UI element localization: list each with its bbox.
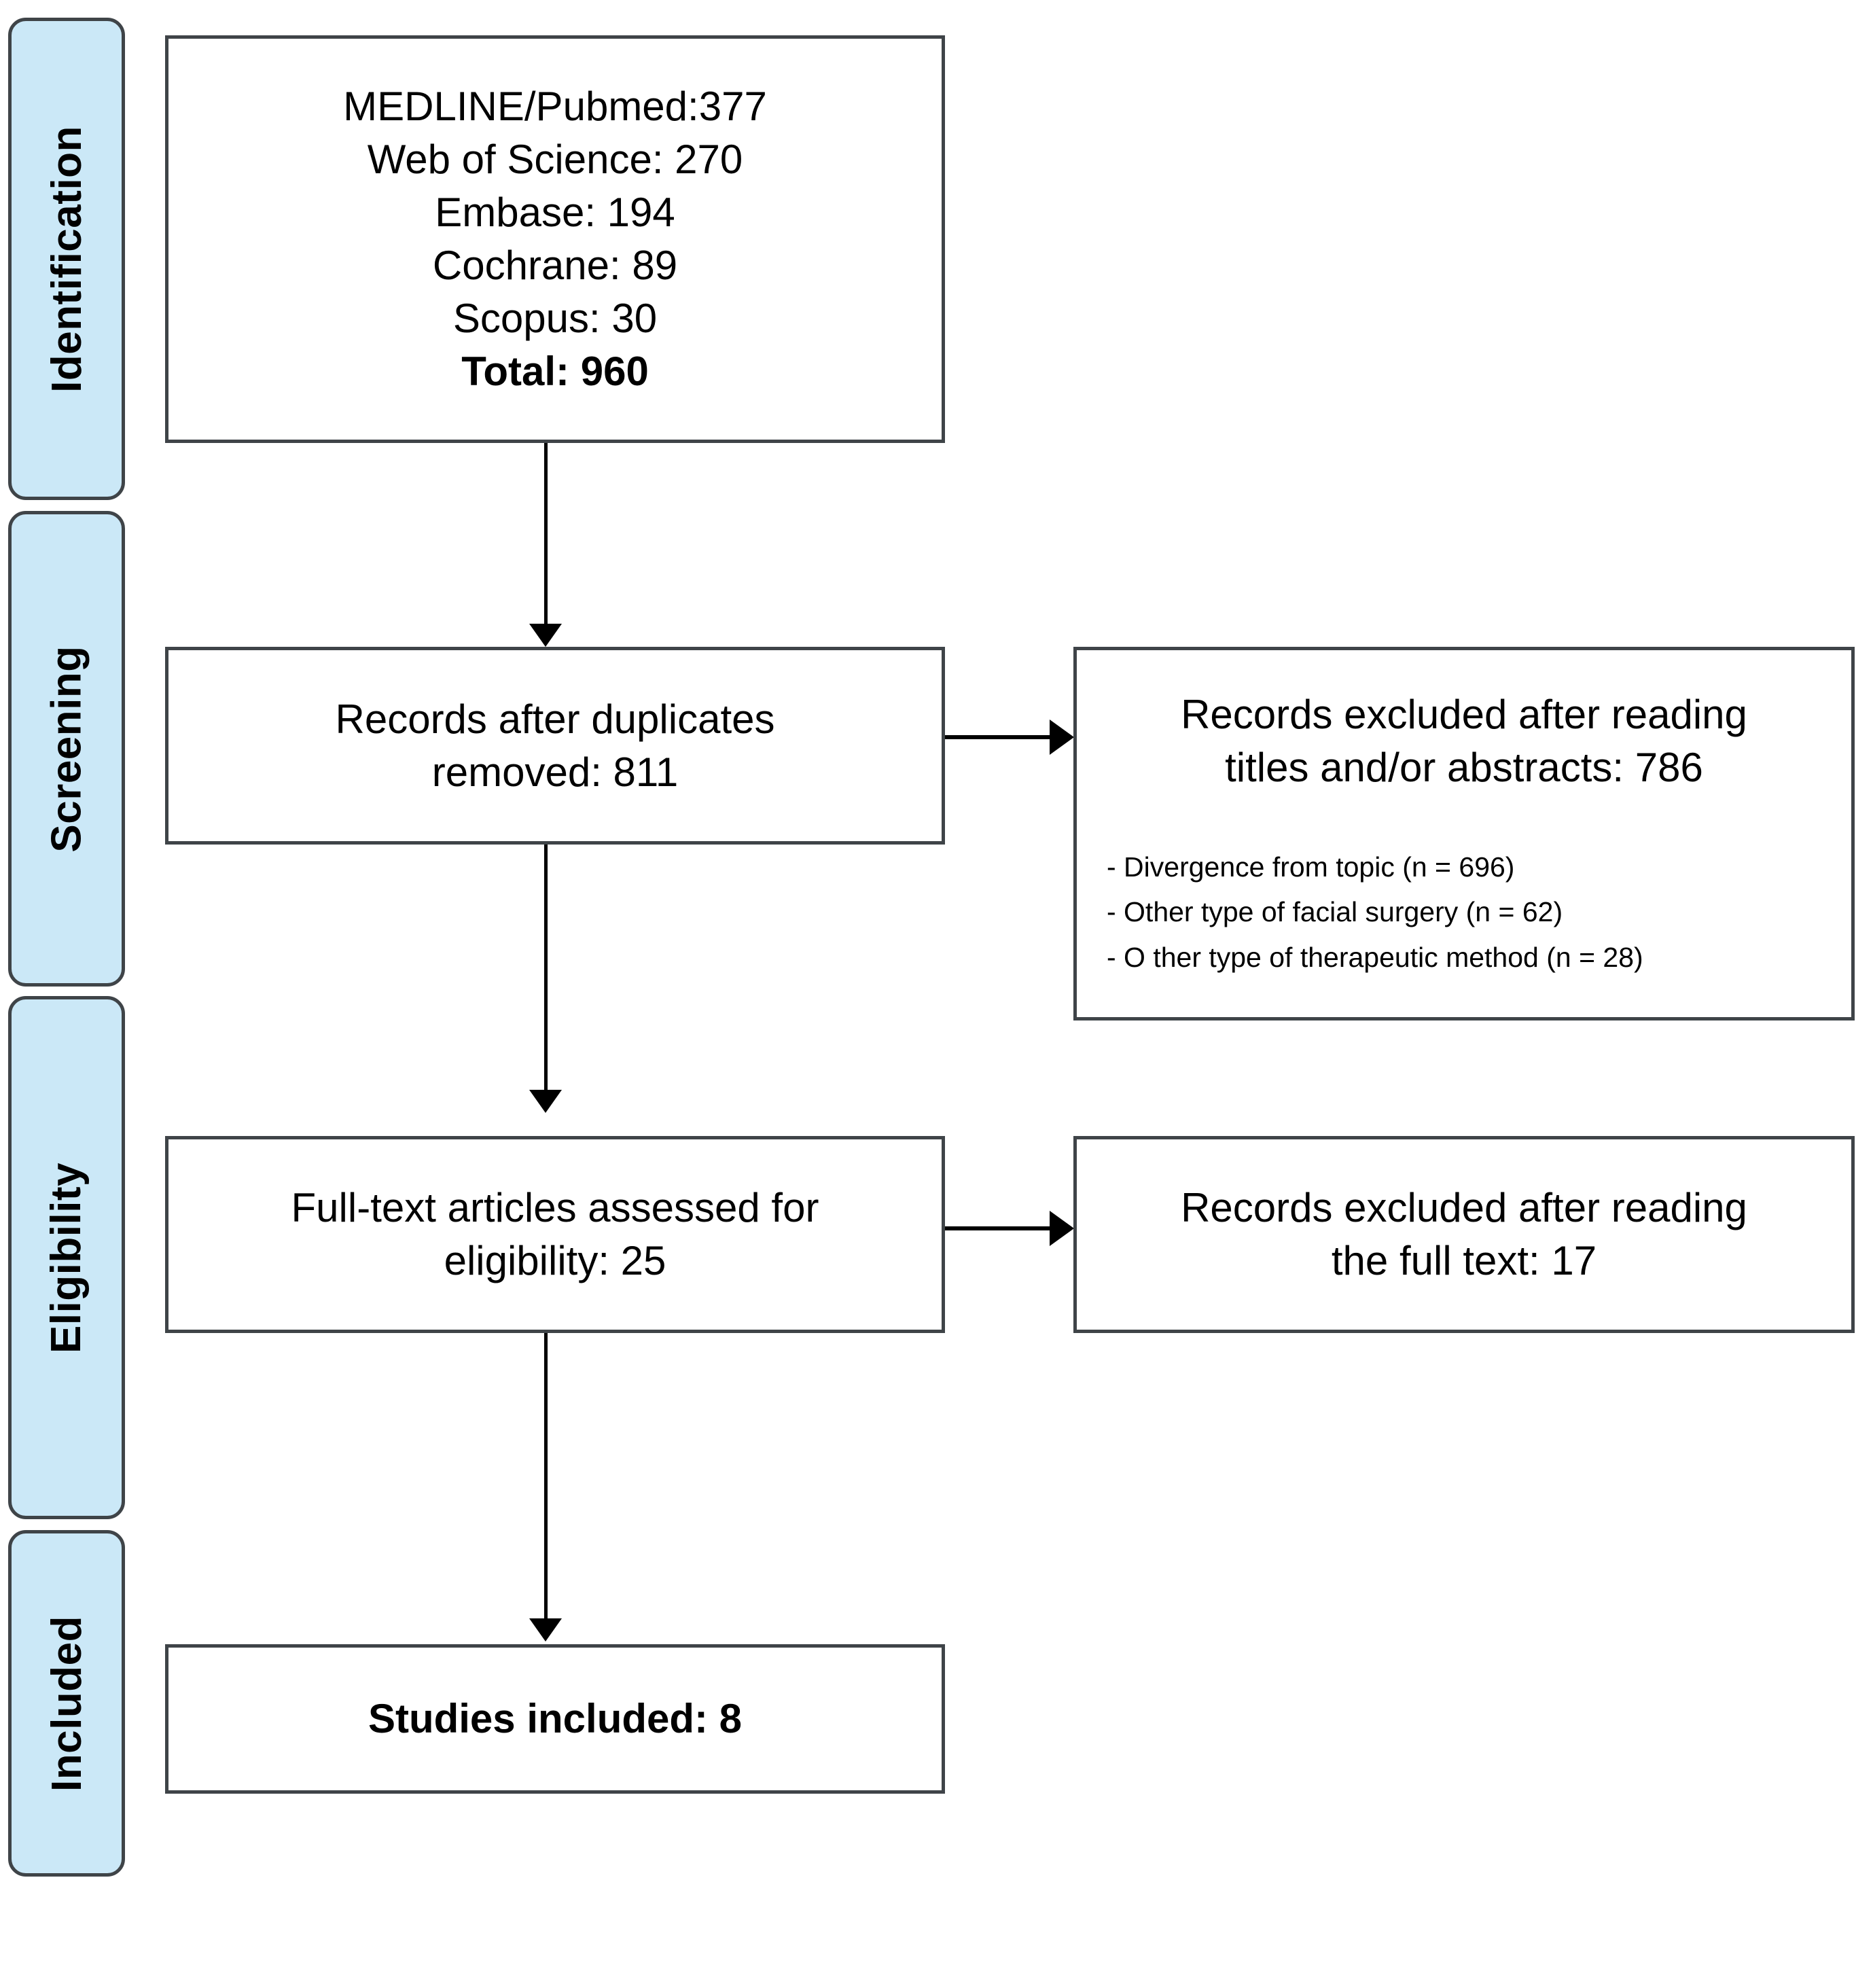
source-scopus: Scopus: 30	[452, 296, 658, 341]
stage-screening-label: Screening	[43, 645, 90, 853]
records-excluded-fulltext-line2: the full text: 17	[1331, 1238, 1597, 1283]
connector-screening-to-eligibility	[544, 845, 548, 1091]
exclusion-reason-other-facial-surgery: - Other type of facial surgery (n = 62)	[1107, 896, 1563, 928]
box-records-excluded-fulltext: Records excluded after reading the full …	[1073, 1136, 1855, 1333]
box-records-after-duplicates: Records after duplicates removed: 811	[165, 647, 945, 845]
exclusion-reason-divergence: - Divergence from topic (n = 696)	[1107, 851, 1515, 883]
source-medline: MEDLINE/Pubmed:377	[343, 84, 767, 129]
stage-included-label: Included	[43, 1615, 90, 1792]
connector-screening-to-eligibility-arrowhead	[529, 1090, 562, 1113]
connector-screening-to-excluded	[945, 735, 1052, 739]
records-after-duplicates-line2: removed: 811	[431, 749, 679, 795]
stage-eligibility-label: Eligibility	[43, 1162, 90, 1353]
stage-eligibility: Eligibility	[8, 996, 125, 1519]
box-studies-included: Studies included: 8	[165, 1644, 945, 1794]
connector-eligibility-to-included	[544, 1333, 548, 1620]
box-records-excluded-screening: Records excluded after reading titles an…	[1073, 647, 1855, 1020]
connector-eligibility-to-excluded	[945, 1226, 1052, 1230]
records-excluded-fulltext-line1: Records excluded after reading	[1181, 1185, 1747, 1230]
source-embase: Embase: 194	[435, 190, 675, 235]
exclusion-reason-other-therapeutic-method: - O ther type of therapeutic method (n =…	[1107, 941, 1643, 973]
stage-identification: Identification	[8, 18, 125, 500]
stage-included: Included	[8, 1530, 125, 1877]
connector-identification-to-screening-arrowhead	[529, 624, 562, 647]
records-excluded-screening-line1: Records excluded after reading	[1181, 692, 1747, 737]
connector-screening-to-excluded-arrowhead	[1050, 720, 1074, 755]
stage-identification-label: Identification	[43, 125, 90, 393]
fulltext-assessed-line2: eligibility: 25	[444, 1238, 666, 1283]
records-excluded-screening-line2: titles and/or abstracts: 786	[1225, 745, 1703, 790]
fulltext-assessed-line1: Full-text articles assessed for	[291, 1185, 819, 1230]
connector-eligibility-to-included-arrowhead	[529, 1618, 562, 1641]
box-fulltext-assessed: Full-text articles assessed for eligibil…	[165, 1136, 945, 1333]
connector-eligibility-to-excluded-arrowhead	[1050, 1211, 1074, 1246]
records-excluded-screening-reasons: - Divergence from topic (n = 696) - Othe…	[1096, 845, 1832, 980]
stage-screening: Screening	[8, 511, 125, 987]
source-web-of-science: Web of Science: 270	[367, 137, 743, 182]
source-total: Total: 960	[461, 349, 649, 394]
source-cochrane: Cochrane: 89	[432, 243, 678, 288]
box-identification-sources: MEDLINE/Pubmed:377 Web of Science: 270 E…	[165, 35, 945, 443]
records-after-duplicates-line1: Records after duplicates	[335, 696, 775, 742]
studies-included-line1: Studies included: 8	[368, 1696, 743, 1741]
connector-identification-to-screening	[544, 443, 548, 625]
